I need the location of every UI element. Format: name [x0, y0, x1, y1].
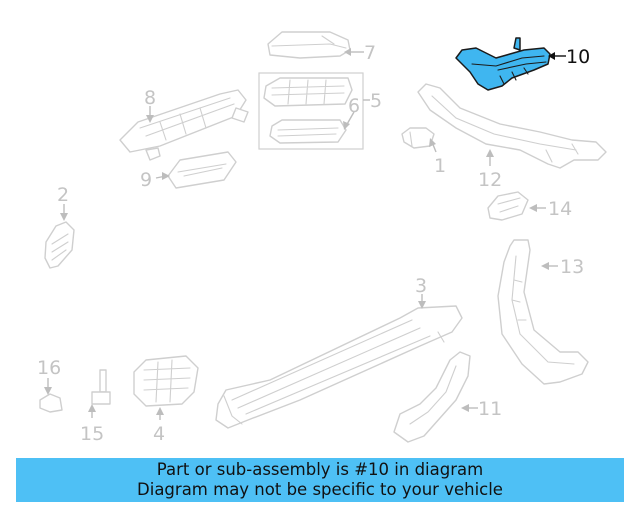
callout-3-label: 3: [415, 275, 427, 297]
callout-1: 1: [429, 138, 446, 177]
part-1: [401, 127, 435, 149]
callout-5: 5: [363, 90, 382, 112]
callout-7-label: 7: [364, 42, 376, 64]
callout-6-label: 6: [348, 95, 360, 117]
callout-6: 6: [343, 95, 360, 130]
callout-3: 3: [415, 275, 427, 309]
part-5-assembly-box: [258, 72, 364, 150]
callout-8-label: 8: [144, 87, 156, 109]
part-2: [44, 221, 75, 269]
callout-12: 12: [478, 149, 502, 191]
callout-11: 11: [461, 398, 502, 420]
part-15: [91, 369, 111, 405]
callout-1-label: 1: [434, 155, 446, 177]
part-16: [39, 393, 63, 413]
callout-15: 15: [80, 404, 104, 445]
banner-line-2: Diagram may not be specific to your vehi…: [137, 480, 503, 499]
callout-13: 13: [541, 256, 584, 278]
info-banner: Part or sub-assembly is #10 in diagram D…: [16, 458, 624, 502]
callout-9-label: 9: [140, 169, 152, 191]
callout-12-label: 12: [478, 169, 502, 191]
callout-10: 10: [548, 46, 590, 68]
callout-14-label: 14: [548, 198, 572, 220]
callout-2: 2: [57, 184, 69, 221]
callout-4: 4: [153, 407, 165, 445]
part-12: [417, 83, 607, 169]
callout-8: 8: [144, 87, 156, 123]
part-4: [133, 355, 199, 407]
callout-16-label: 16: [37, 357, 61, 379]
part-11: [393, 351, 471, 443]
part-10-highlighted: [455, 37, 551, 91]
callout-5-label: 5: [370, 90, 382, 112]
callout-2-label: 2: [57, 184, 69, 206]
part-9: [167, 151, 237, 189]
part-3: [215, 305, 463, 429]
part-13: [497, 239, 589, 385]
callout-7: 7: [344, 42, 376, 64]
callout-14: 14: [529, 198, 572, 220]
callout-9: 9: [140, 169, 170, 191]
callout-13-label: 13: [560, 256, 584, 278]
banner-line-1: Part or sub-assembly is #10 in diagram: [156, 460, 484, 479]
callout-10-label: 10: [566, 46, 590, 68]
callout-16: 16: [37, 357, 61, 395]
callout-11-label: 11: [478, 398, 502, 420]
callout-4-label: 4: [153, 423, 165, 445]
callout-15-label: 15: [80, 423, 104, 445]
part-8: [119, 89, 249, 161]
part-7: [267, 31, 351, 59]
part-14: [487, 191, 529, 221]
